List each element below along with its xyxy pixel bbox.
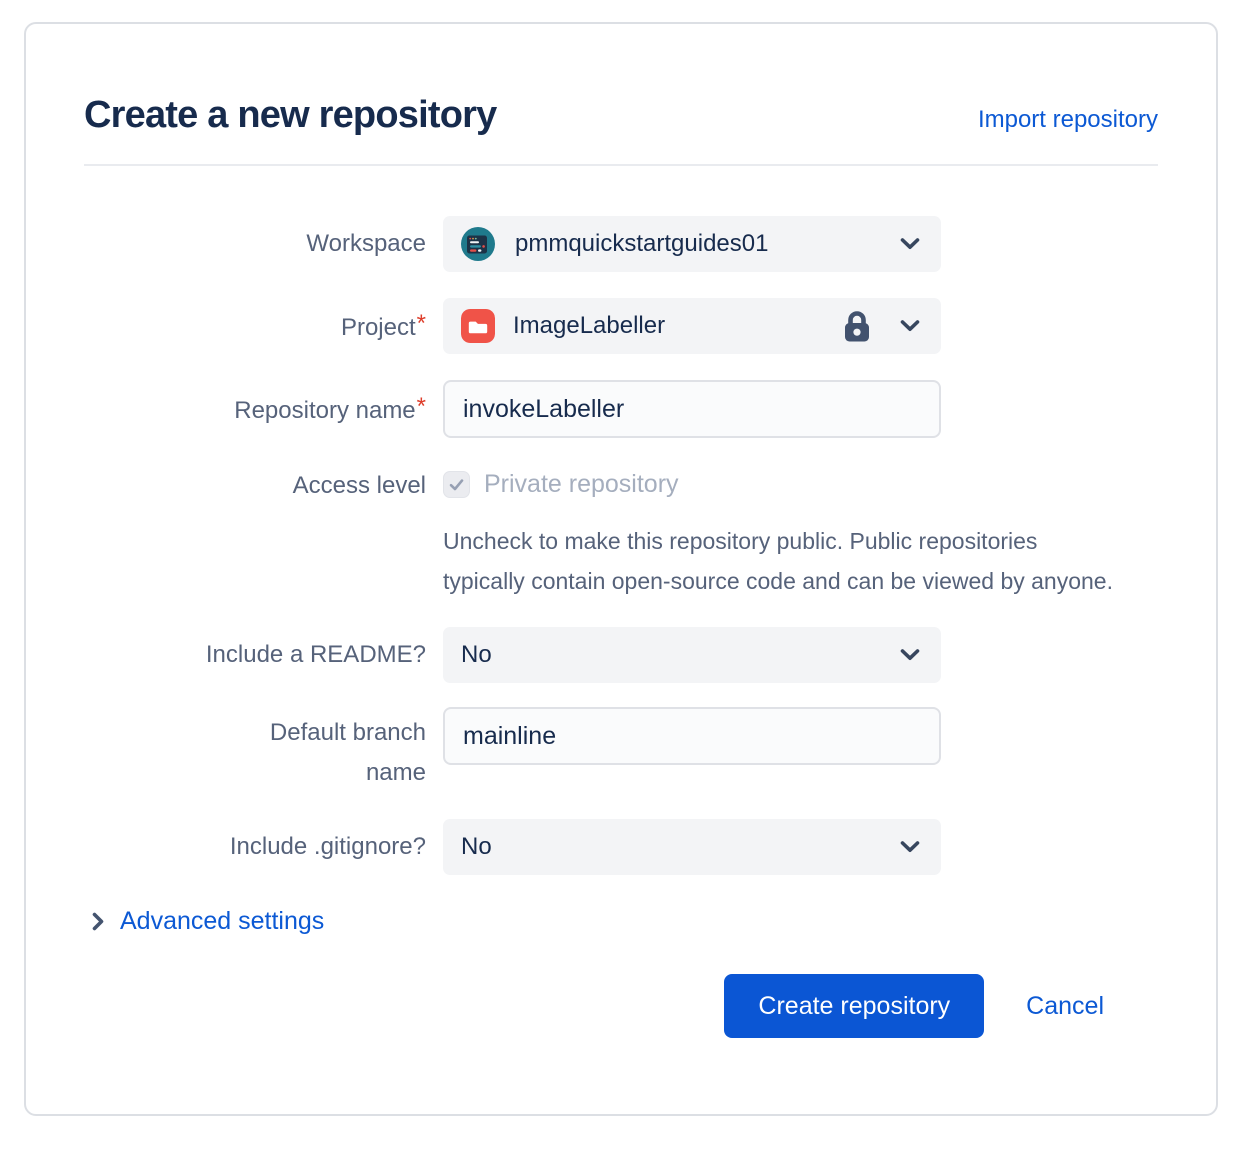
create-repository-form: Workspace pmmquickstartguides01 — [84, 216, 1158, 875]
repository-name-input[interactable] — [443, 380, 941, 438]
repository-name-label: Repository name* — [234, 393, 426, 424]
private-repository-checkbox[interactable] — [443, 471, 470, 498]
chevron-down-icon — [899, 840, 921, 854]
chevron-down-icon — [899, 319, 921, 333]
chevron-right-icon — [92, 912, 104, 931]
access-level-content: Private repository Uncheck to make this … — [443, 466, 1113, 601]
cancel-button[interactable]: Cancel — [1026, 991, 1104, 1020]
project-label: Project* — [340, 310, 426, 341]
workspace-label: Workspace — [306, 230, 426, 257]
project-row: Project* ImageLabeller — [84, 298, 1158, 354]
project-value: ImageLabeller — [513, 312, 666, 339]
access-level-label: Access level — [292, 472, 426, 499]
repository-name-row: Repository name* — [84, 380, 1158, 438]
chevron-down-icon — [899, 237, 921, 251]
default-branch-label: Default branch name — [269, 719, 426, 786]
dialog-actions: Create repository Cancel — [84, 974, 1104, 1038]
access-level-help-text: Uncheck to make this repository public. … — [443, 528, 1113, 594]
gitignore-label: Include .gitignore? — [229, 833, 426, 860]
private-repository-label: Private repository — [484, 470, 679, 498]
dialog-header: Create a new repository Import repositor… — [84, 94, 1158, 137]
header-divider — [84, 164, 1158, 166]
project-folder-icon — [461, 309, 495, 343]
import-repository-link[interactable]: Import repository — [977, 106, 1158, 133]
required-asterisk: * — [416, 310, 426, 337]
advanced-settings-toggle[interactable]: Advanced settings — [92, 907, 324, 936]
page-title: Create a new repository — [84, 94, 497, 136]
chevron-down-icon — [899, 648, 921, 662]
access-level-row: Access level Private repository Uncheck … — [84, 466, 1158, 601]
default-branch-input[interactable] — [443, 707, 941, 765]
readme-row: Include a README? No — [84, 627, 1158, 683]
project-select[interactable]: ImageLabeller — [443, 298, 941, 354]
default-branch-row: Default branch name — [84, 707, 1158, 793]
gitignore-select[interactable]: No — [443, 819, 941, 875]
workspace-select[interactable]: pmmquickstartguides01 — [443, 216, 941, 272]
workspace-avatar-icon — [461, 227, 495, 261]
check-icon — [449, 478, 464, 490]
workspace-value: pmmquickstartguides01 — [515, 230, 769, 257]
gitignore-value: No — [461, 833, 492, 860]
advanced-settings-link: Advanced settings — [120, 907, 325, 935]
create-repository-button[interactable]: Create repository — [724, 974, 985, 1038]
readme-select[interactable]: No — [443, 627, 941, 683]
gitignore-row: Include .gitignore? No — [84, 819, 1158, 875]
workspace-row: Workspace pmmquickstartguides01 — [84, 216, 1158, 272]
create-repository-dialog: Create a new repository Import repositor… — [24, 22, 1218, 1116]
readme-value: No — [461, 641, 492, 668]
required-asterisk: * — [416, 393, 426, 420]
lock-icon — [843, 310, 871, 343]
readme-label: Include a README? — [205, 641, 426, 668]
